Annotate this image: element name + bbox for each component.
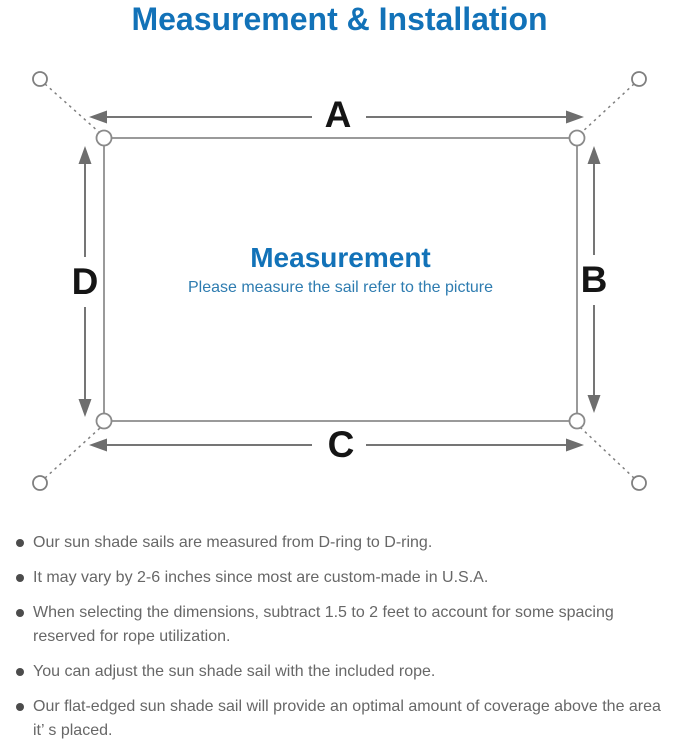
arrowhead-b-down-icon [587, 395, 601, 413]
arrowhead-d-up-icon [78, 146, 92, 164]
d-ring-top-right-icon [568, 129, 586, 147]
arrowhead-c-left-icon [89, 438, 107, 452]
rope-line-top-left [44, 83, 101, 134]
rope-line-bottom-right [580, 427, 635, 479]
sail-outline [103, 137, 578, 422]
anchor-point-top-left-icon [32, 71, 48, 87]
diagram-canvas [32, 71, 647, 491]
rope-line-bottom-left [44, 427, 101, 479]
sail-center-subheading: Please measure the sail refer to the pic… [187, 279, 494, 296]
arrowhead-a-left-icon [89, 110, 107, 124]
measurement-diagram: A B C D Measurement Please measure the s… [0, 60, 679, 510]
arrowhead-c-right-icon [566, 438, 584, 452]
page-title: Measurement & Installation [131, 1, 548, 37]
arrowhead-b-up-icon [587, 146, 601, 164]
note-item: When selecting the dimensions, subtract … [14, 601, 671, 649]
d-ring-bottom-left-icon [95, 412, 113, 430]
arrowhead-a-right-icon [566, 110, 584, 124]
d-ring-bottom-right-icon [568, 412, 586, 430]
dimension-label-b: B [580, 259, 608, 300]
dimension-label-c: C [327, 424, 355, 465]
dimension-label-a: A [324, 94, 352, 135]
note-item: You can adjust the sun shade sail with t… [14, 660, 671, 684]
anchor-point-bottom-right-icon [631, 475, 647, 491]
anchor-point-top-right-icon [631, 71, 647, 87]
note-item: It may vary by 2-6 inches since most are… [14, 566, 671, 590]
sail-center-text: Measurement Please measure the sail refe… [104, 243, 577, 297]
rope-line-top-right [580, 83, 635, 134]
note-item: Our flat-edged sun shade sail will provi… [14, 695, 671, 739]
note-item: Our sun shade sails are measured from D-… [14, 531, 671, 555]
notes-list: Our sun shade sails are measured from D-… [14, 531, 671, 739]
dimension-label-d: D [71, 261, 99, 302]
anchor-point-bottom-left-icon [32, 475, 48, 491]
d-ring-top-left-icon [95, 129, 113, 147]
sail-center-heading: Measurement [250, 242, 431, 273]
arrowhead-d-down-icon [78, 399, 92, 417]
